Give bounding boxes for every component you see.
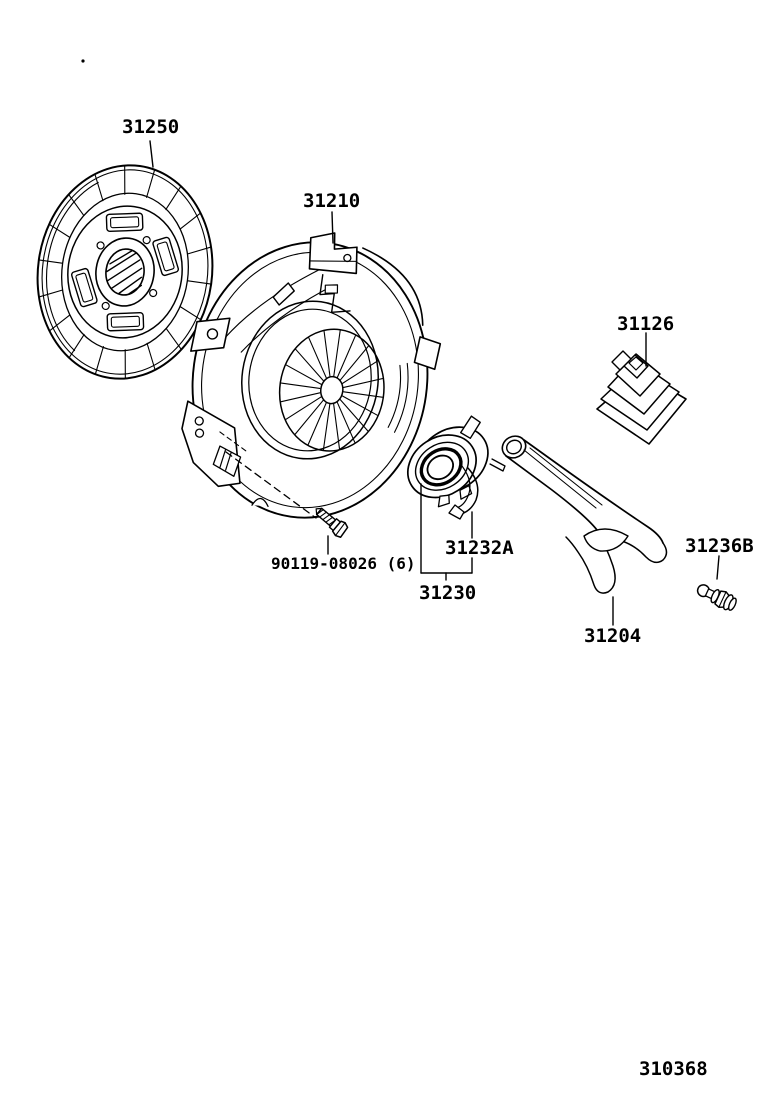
pivot-bolt-drawing (696, 584, 737, 611)
cover-bolt-drawing (315, 507, 349, 538)
boot-drawing (596, 350, 687, 445)
part-number-pivot-bolt: 31236B (685, 535, 754, 557)
part-number-boot: 31126 (617, 313, 675, 335)
part-number-release-bearing: 31230 (419, 582, 477, 604)
part-number-bearing-clip: 31232A (445, 537, 514, 559)
release-fork-drawing (501, 435, 668, 594)
figure-number: 310368 (639, 1058, 708, 1080)
part-number-release-fork: 31204 (584, 625, 642, 647)
clutch-disc-drawing (36, 164, 214, 380)
part-number-clutch-cover: 31210 (303, 190, 361, 212)
part-number-cover-bolt: 90119-08026 (6) (271, 554, 416, 573)
release-bearing-drawing (407, 415, 489, 508)
print-artifact-dot (81, 59, 85, 63)
part-number-clutch-disc: 31250 (122, 116, 180, 138)
clutch-cover-drawing (181, 232, 442, 519)
bearing-clip-drawing (448, 458, 506, 520)
hidden-line-to-bolt (225, 451, 317, 519)
leader-lines (149, 140, 720, 626)
